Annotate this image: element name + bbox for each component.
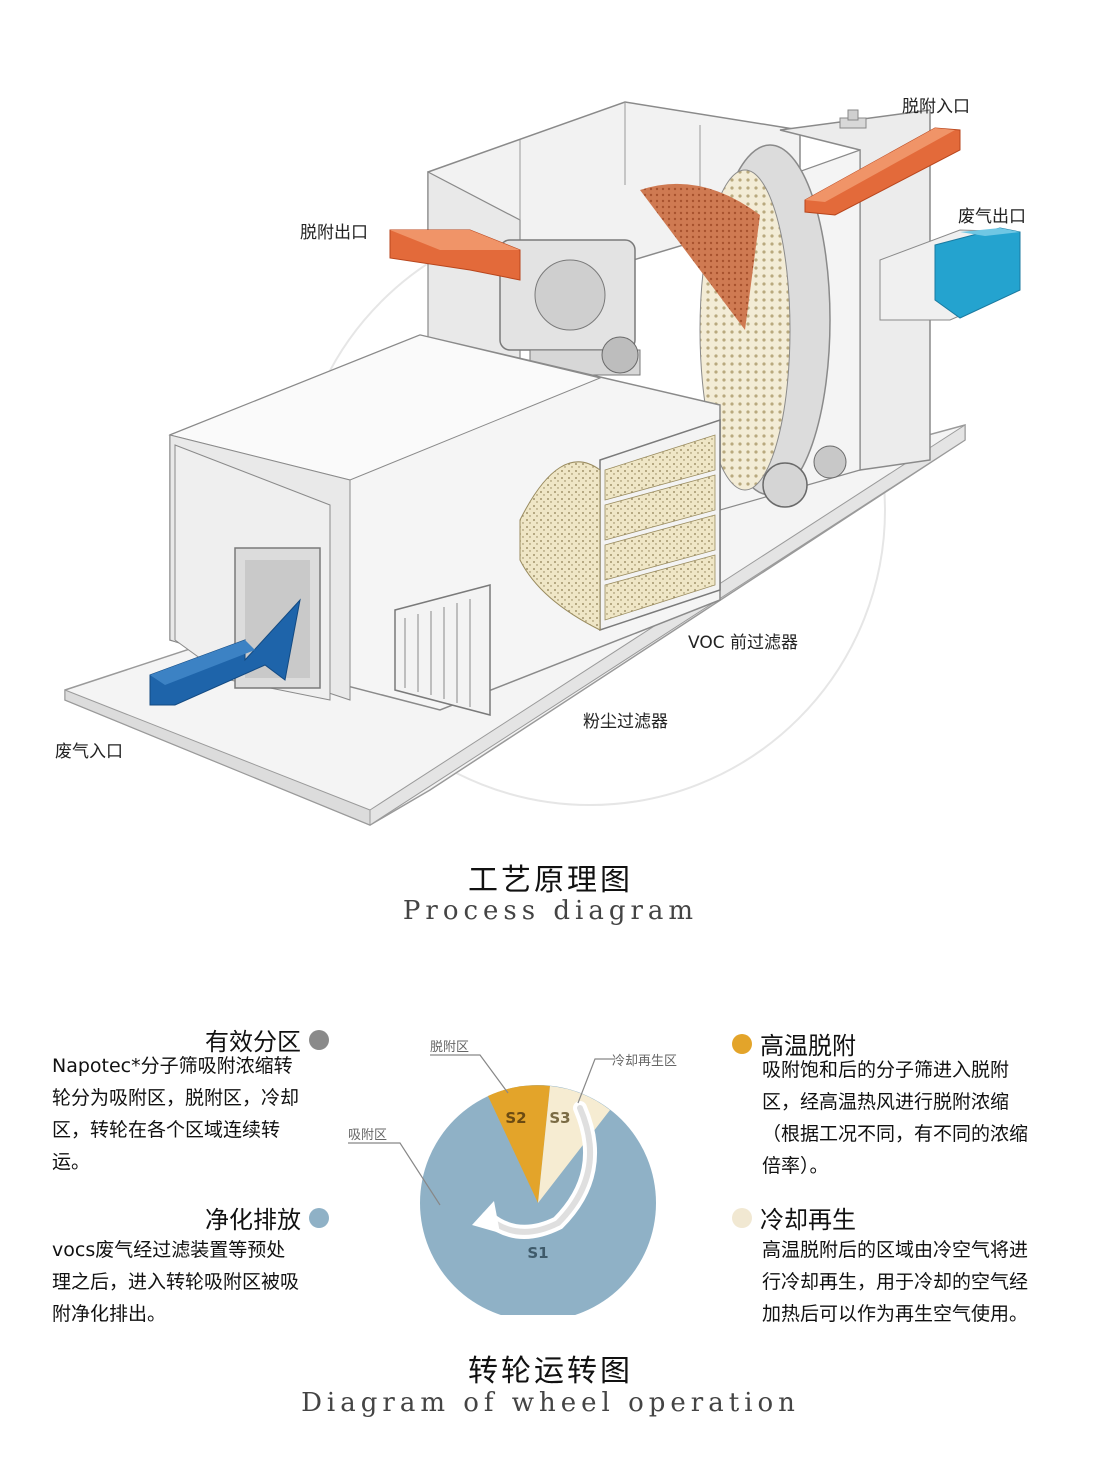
label-dust-filter: 粉尘过滤器 [583, 712, 668, 732]
label-desorb-outlet: 脱附出口 [300, 223, 368, 243]
label-voc-prefilter: VOC 前过滤器 [688, 633, 798, 653]
wheel-diagram: S2 S3 S1 脱附区 冷却再生区 吸附区 [348, 1040, 677, 1315]
rotation-arrowhead [472, 1201, 500, 1233]
sector-s1-label: S1 [527, 1244, 548, 1262]
wheel-title-en: Diagram of wheel operation [301, 1388, 800, 1418]
purify-heading: 净化排放 [205, 1200, 329, 1235]
wheel-housing [779, 109, 931, 471]
label-exhaust-inlet: 废气入口 [55, 742, 123, 762]
zone-label-adsorb: 吸附区 [348, 1128, 387, 1143]
sector-s2-label: S2 [505, 1109, 526, 1127]
wheel-title-zh: 转轮运转图 [468, 1354, 633, 1389]
process-title-zh: 工艺原理图 [468, 863, 633, 898]
zone-label-desorb: 脱附区 [430, 1040, 469, 1055]
sector-s2-desorb [488, 1085, 550, 1203]
purify-dot [309, 1207, 329, 1228]
desorb-dot [732, 1033, 752, 1054]
voc-prefilter-media [519, 461, 601, 631]
desorb-paragraph: 吸附饱和后的分子筛进入脱附 区，经高温热风进行脱附浓缩 （根据工况不同，有不同的… [762, 1059, 1029, 1177]
process-machine-illustration [64, 101, 1021, 826]
zones-paragraph: Napotec*分子筛吸附浓缩转 轮分为吸附区，脱附区，冷却 区，转轮在各个区域… [52, 1055, 300, 1173]
label-exhaust-outlet: 废气出口 [958, 207, 1026, 227]
drive-gear [762, 462, 808, 508]
sector-s3-cooling [538, 1086, 610, 1203]
desorb-title: 高温脱附 [760, 1032, 856, 1060]
cooling-dot [732, 1207, 752, 1228]
cooling-paragraph: 高温脱附后的区域由冷空气将进 行冷却再生，用于冷却的空气经 加热后可以作为再生空… [762, 1239, 1029, 1325]
zones-heading: 有效分区 [205, 1022, 329, 1057]
label-desorb-inlet: 脱附入口 [902, 97, 970, 117]
rotor-desorb-sector [640, 183, 760, 330]
purify-title: 净化排放 [205, 1206, 301, 1234]
zones-dot [309, 1029, 329, 1050]
zones-title: 有效分区 [205, 1028, 301, 1056]
dust-filter-frame [394, 584, 491, 716]
cooling-title: 冷却再生 [760, 1206, 856, 1234]
cooling-heading: 冷却再生 [732, 1200, 856, 1235]
sector-s3-label: S3 [549, 1109, 570, 1127]
zone-label-cooling: 冷却再生区 [612, 1054, 677, 1069]
purify-paragraph: vocs废气经过滤装置等预处 理之后，进入转轮吸附区被吸 附净化排出。 [52, 1239, 300, 1325]
process-title-en: Process diagram [402, 896, 699, 926]
desorb-heading: 高温脱附 [732, 1026, 856, 1061]
